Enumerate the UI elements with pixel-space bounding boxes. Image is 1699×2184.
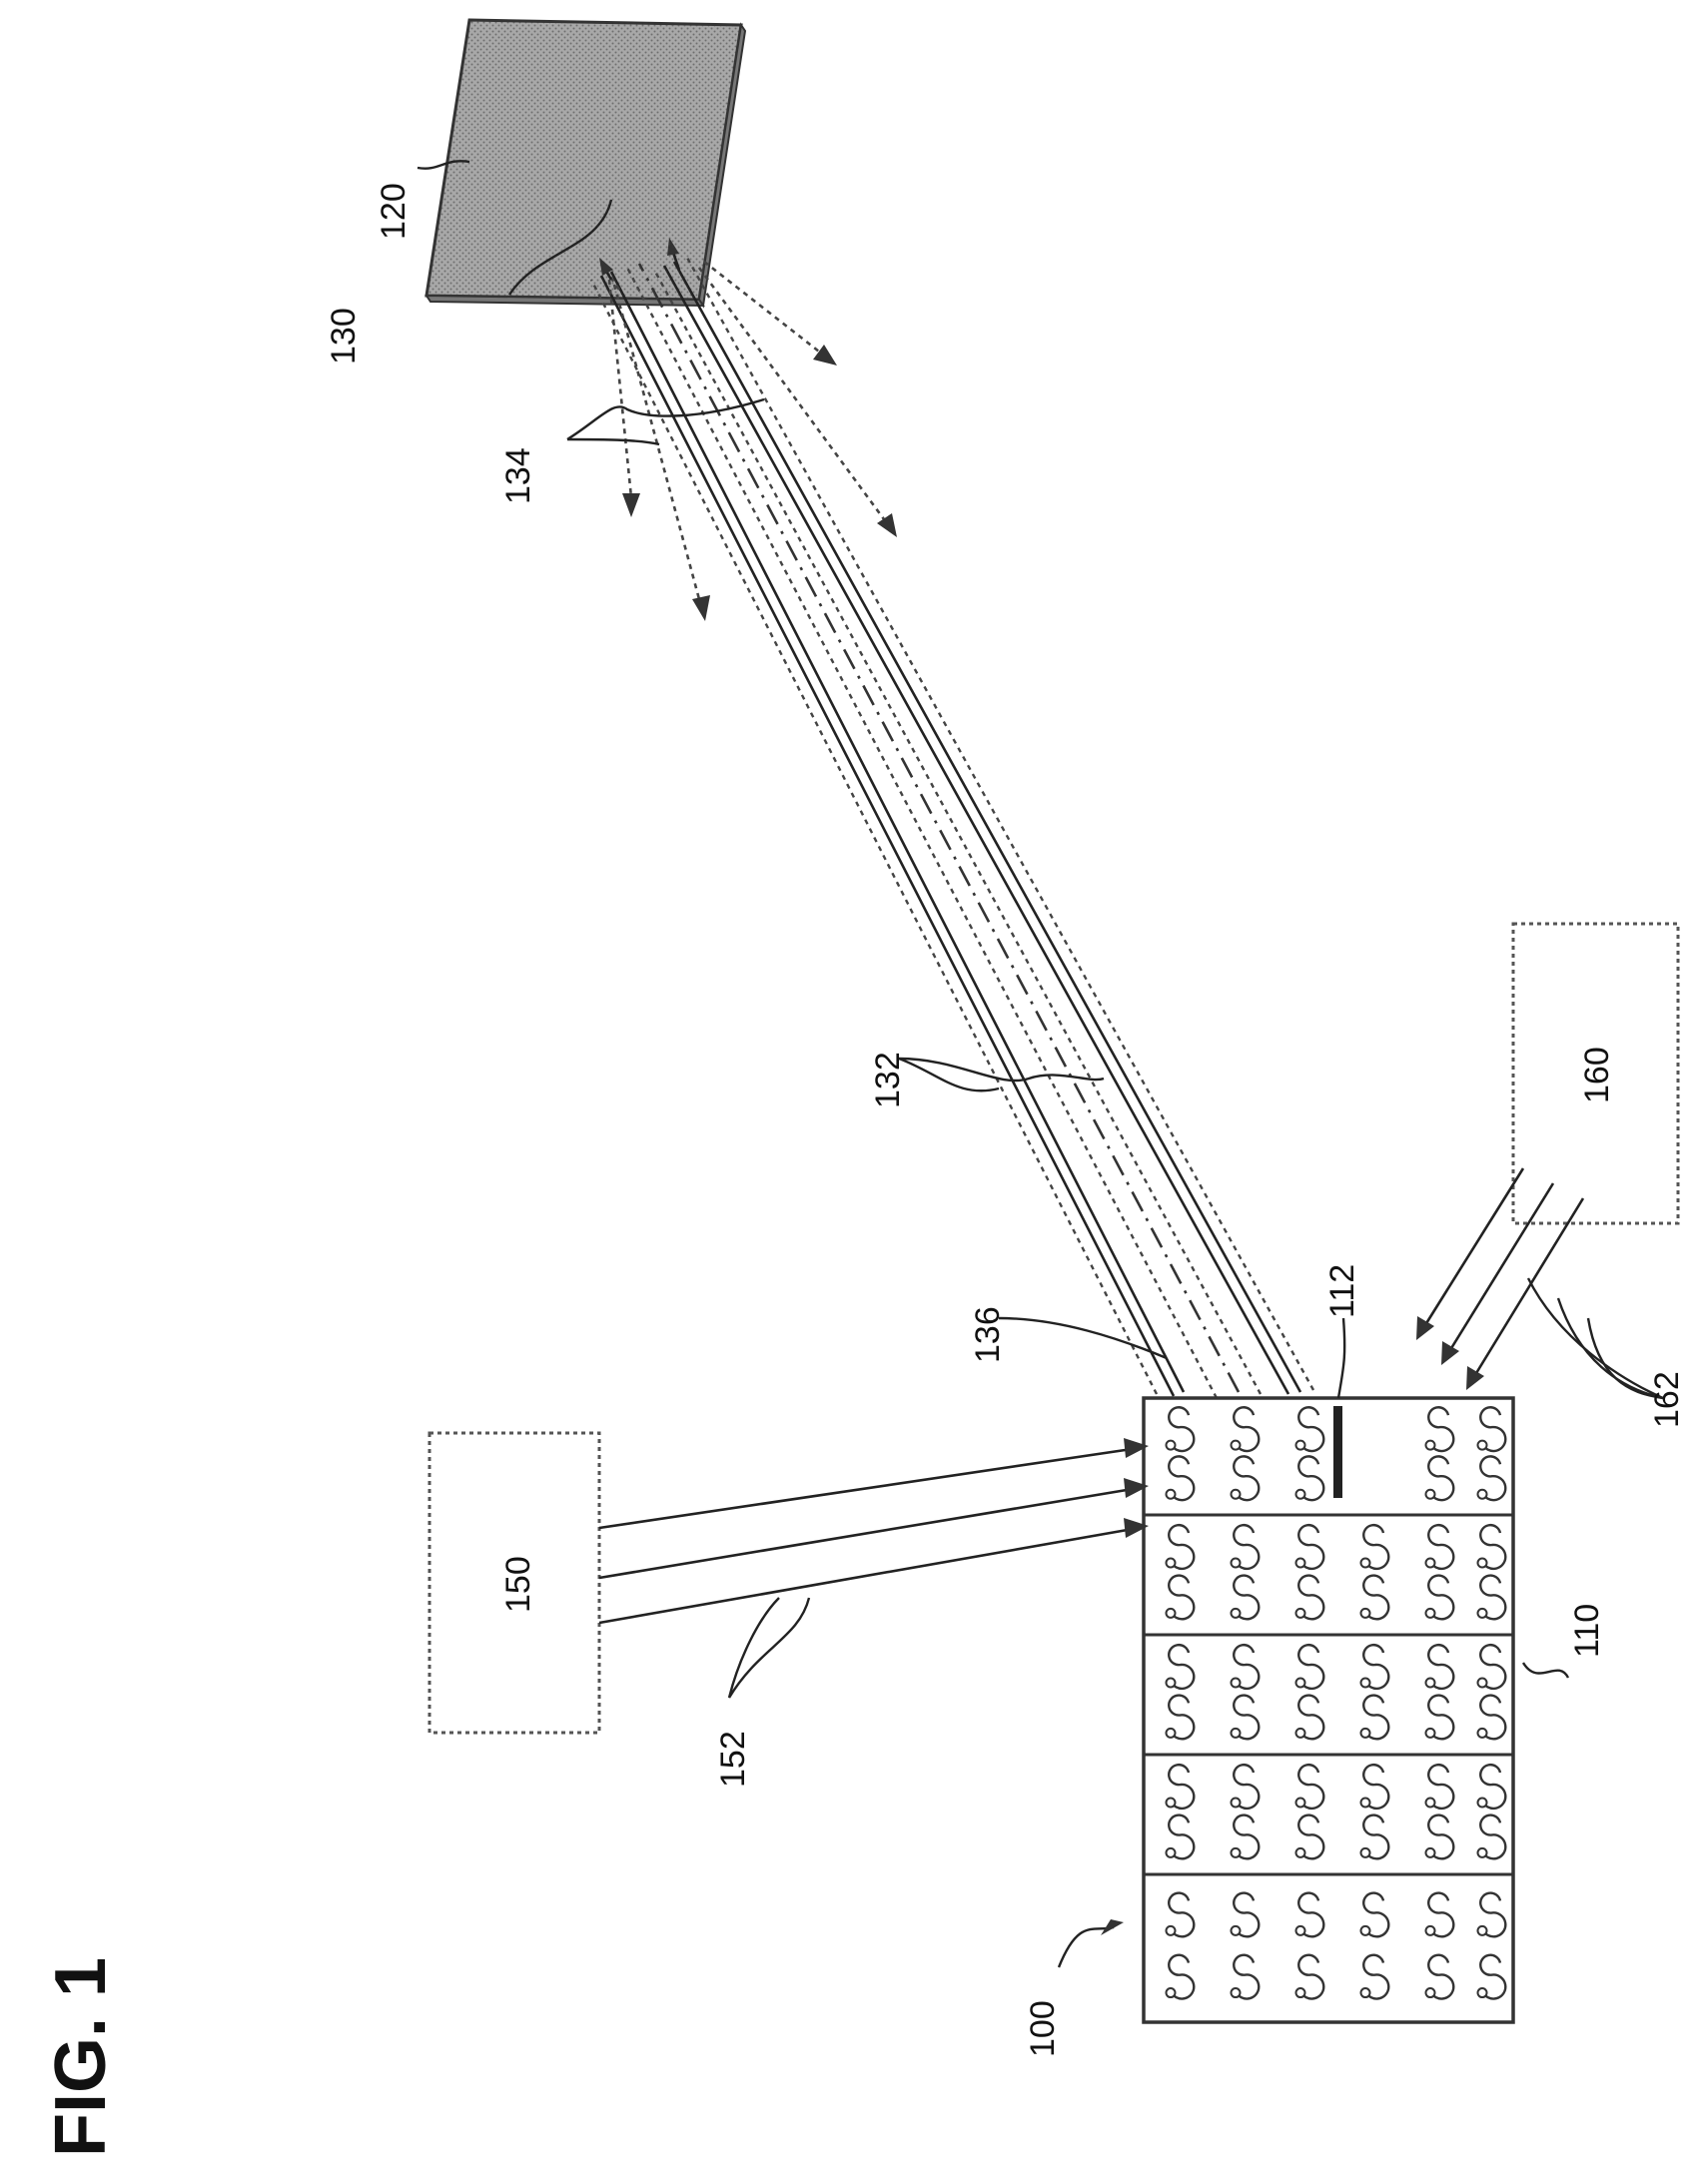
emitter-dot [1167,1441,1176,1450]
emitter-dot [1167,1609,1176,1618]
emitter-dot [1426,1988,1435,1997]
emitter-dot [1478,1799,1487,1808]
emitter-dot [1478,1559,1487,1568]
emitter-dot [1296,1609,1305,1618]
emitter-dot [1296,1799,1305,1808]
emitter-dot [1232,1559,1241,1568]
emitter-dot [1232,1729,1241,1738]
emitter-dot [1296,1729,1305,1738]
emitter-dot [1361,1848,1370,1857]
emitter-dot [1478,1609,1487,1618]
emitter-dot [1232,1926,1241,1935]
emitter-dot [1361,1609,1370,1618]
emitter-dot [1296,1490,1305,1499]
emitter-dot [1232,1441,1241,1450]
target-panel [426,20,745,306]
figure-title: FIG. 1 [41,1957,121,2157]
element-112-marker [1333,1406,1342,1498]
emitter-dot [1232,1490,1241,1499]
label-130: 130 [325,308,363,364]
emitter-dot [1426,1441,1435,1450]
emitter-dot [1478,1679,1487,1688]
emitter-dot [1478,1490,1487,1499]
label-110: 110 [1568,1604,1606,1658]
source-150 [429,1433,1149,1733]
emitter-dot [1232,1679,1241,1688]
emitter-dot [1361,1559,1370,1568]
emitter-dot [1296,1441,1305,1450]
label-136: 136 [969,1306,1007,1363]
beam-bundle [591,258,1313,1398]
emitter-dot [1296,1559,1305,1568]
label-162: 162 [1648,1371,1686,1428]
emitter-dot [1167,1848,1176,1857]
emitter-dot [1296,1988,1305,1997]
emitter-dot [1232,1799,1241,1808]
emitter-dot [1232,1988,1241,1997]
emitter-dot [1426,1848,1435,1857]
emitter-dot [1426,1609,1435,1618]
emitter-dot [1426,1926,1435,1935]
label-112: 112 [1323,1264,1361,1318]
label-134: 134 [499,447,537,504]
emitter-dot [1232,1848,1241,1857]
emitter-dot [1296,1848,1305,1857]
emitter-dot [1361,1679,1370,1688]
emitter-dot [1361,1988,1370,1997]
emitter-dot [1478,1441,1487,1450]
emitter-dot [1361,1926,1370,1935]
emitter-dot [1361,1799,1370,1808]
emitter-dot [1296,1926,1305,1935]
emitter-dot [1478,1729,1487,1738]
emitter-dot [1426,1729,1435,1738]
source-160 [1416,924,1678,1390]
label-120: 120 [375,183,413,240]
emitter-dot [1426,1799,1435,1808]
emitter-dot [1167,1679,1176,1688]
emitter-dot [1167,1988,1176,1997]
emitter-dot [1478,1848,1487,1857]
emitter-dot [1361,1729,1370,1738]
emitter-dot [1167,1490,1176,1499]
emitter-array [1144,1398,1513,2022]
label-132: 132 [869,1052,907,1108]
emitter-dot [1296,1679,1305,1688]
emitter-dot [1167,1926,1176,1935]
emitter-dot [1232,1609,1241,1618]
emitter-dot [1426,1490,1435,1499]
emitter-dot [1426,1679,1435,1688]
emitter-dot [1478,1926,1487,1935]
label-100: 100 [1024,2000,1062,2057]
label-150: 150 [499,1556,537,1613]
emitter-dot [1167,1729,1176,1738]
emitter-dot [1167,1799,1176,1808]
label-152: 152 [714,1731,752,1788]
emitter-dot [1167,1559,1176,1568]
label-160: 160 [1578,1047,1616,1103]
emitter-dot [1478,1988,1487,1997]
emitter-dot [1426,1559,1435,1568]
